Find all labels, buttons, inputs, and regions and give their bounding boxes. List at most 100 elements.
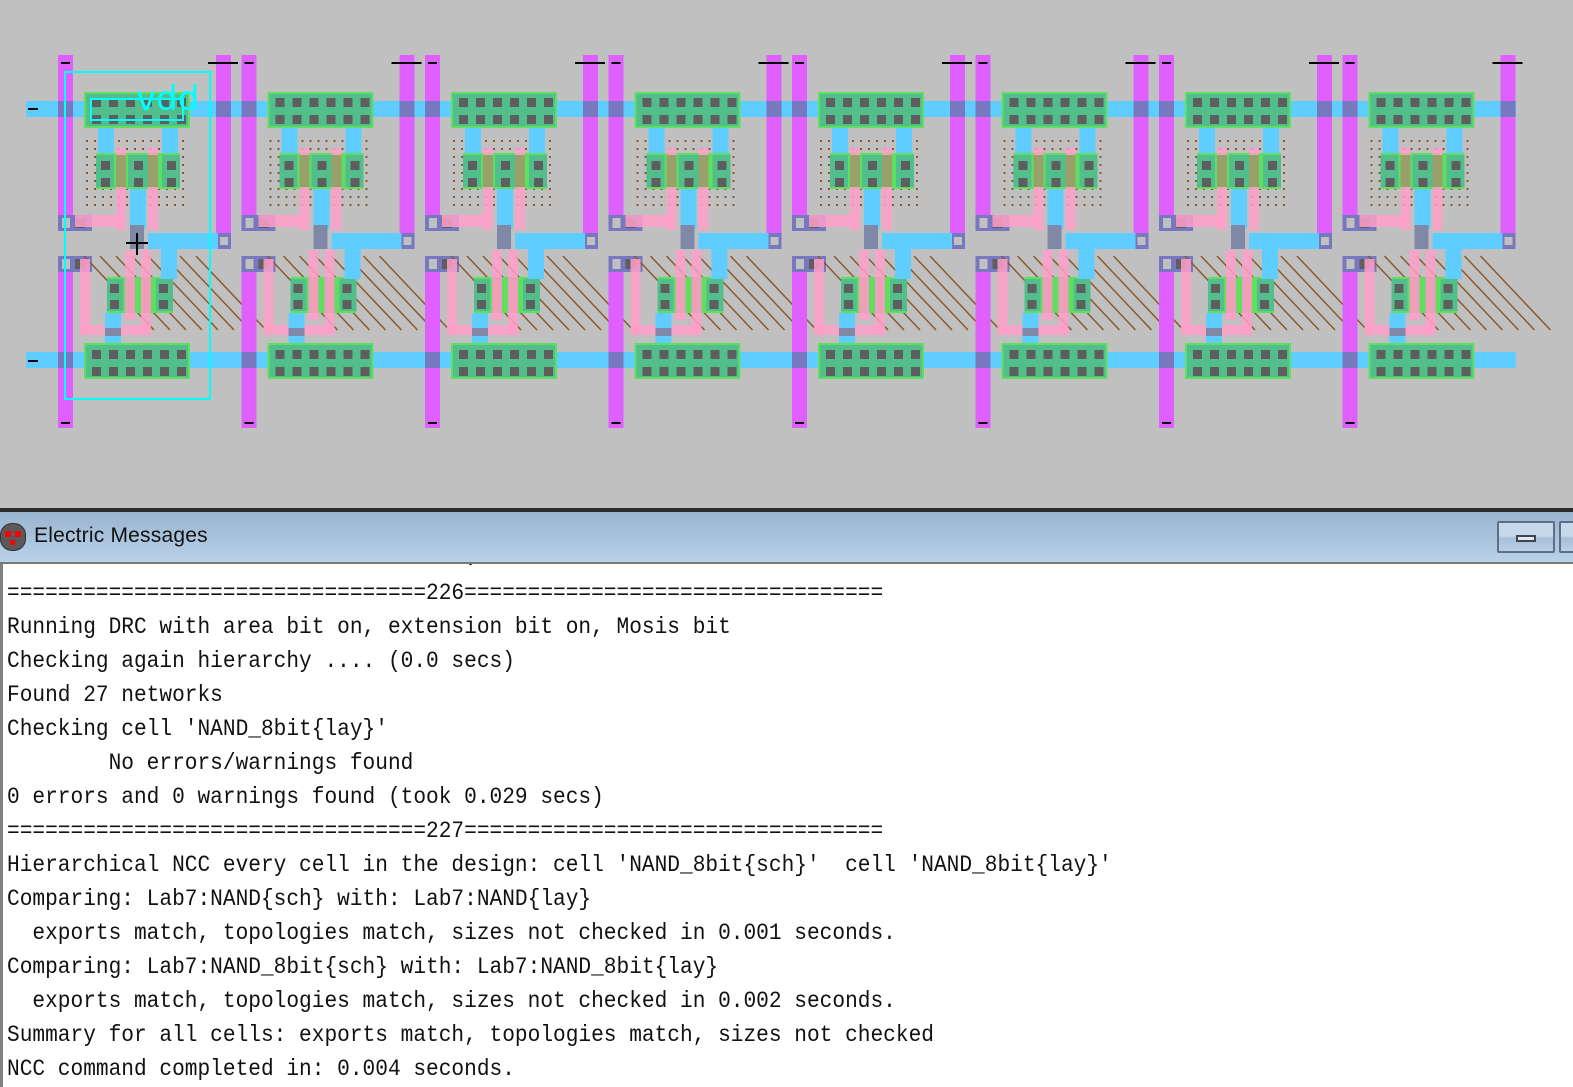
select-dot: [94, 196, 96, 198]
minimize-button[interactable]: [1497, 521, 1555, 553]
metal1-output: [331, 233, 402, 249]
rail-end-marker: [28, 360, 38, 362]
select-dot: [453, 140, 455, 142]
contact-cut: [343, 367, 353, 376]
contact-cut: [360, 367, 370, 376]
contact-cut: [1260, 300, 1269, 309]
select-dot: [1027, 196, 1030, 198]
via: [1342, 101, 1358, 117]
select-dot: [636, 196, 639, 198]
contact-cut: [1094, 98, 1104, 107]
select-dot: [182, 172, 184, 174]
contact-cut: [835, 178, 844, 187]
contact-cut: [1060, 350, 1070, 359]
contact-cut: [826, 367, 835, 376]
message-lines: .=================================226===…: [7, 564, 1112, 1086]
contact-cut: [1260, 284, 1269, 293]
select-dot: [1275, 204, 1277, 206]
contact-cut: [109, 350, 118, 359]
contact-cut: [710, 367, 720, 376]
select-dot: [94, 140, 96, 142]
select-dot: [644, 188, 647, 190]
select-dot: [916, 164, 918, 166]
select-dot: [365, 180, 368, 182]
metal1-vdd-drop: [648, 128, 665, 158]
pin-marker: [1162, 422, 1171, 424]
contact-cut: [1235, 178, 1244, 187]
select-dot: [509, 140, 511, 142]
metal1-output: [1249, 233, 1319, 249]
contact-cut: [1451, 178, 1461, 187]
contact-cut: [843, 98, 852, 107]
contact-cut: [493, 350, 502, 359]
metal1-vdd-drop: [162, 128, 178, 158]
layout-canvas[interactable]: vdd: [0, 0, 1573, 508]
contact-cut: [159, 300, 168, 309]
select-dot: [1283, 188, 1285, 190]
contact-cut: [126, 350, 135, 359]
select-dot: [269, 180, 272, 182]
select-dot: [1235, 140, 1237, 142]
contact-cut: [659, 350, 669, 359]
select-dot: [533, 204, 535, 206]
select-dot: [1051, 140, 1054, 142]
contact-cut: [1376, 367, 1386, 376]
select-dot: [1043, 196, 1046, 198]
metal2-output: [1133, 55, 1149, 245]
window-divider[interactable]: [0, 508, 1573, 512]
via: [766, 101, 782, 117]
select-dot: [892, 204, 894, 206]
select-dot: [549, 172, 551, 174]
select-dot: [852, 140, 854, 142]
select-dot: [493, 196, 495, 198]
select-dot: [820, 180, 822, 182]
contact-cut: [317, 161, 327, 170]
contact-cut: [684, 178, 694, 187]
message-line: Found 27 networks: [7, 682, 223, 708]
select-dot: [1099, 180, 1102, 182]
select-dot: [1195, 180, 1197, 182]
select-dot: [644, 180, 647, 182]
message-line: =================================227====…: [7, 818, 884, 844]
select-dot: [1466, 172, 1469, 174]
select-dot: [860, 196, 862, 198]
contact-cut: [709, 300, 719, 309]
contact-cut: [275, 98, 285, 107]
contact-cut: [1235, 161, 1244, 170]
contact-cut: [844, 284, 853, 293]
select-dot: [644, 164, 647, 166]
contact-hole: [612, 259, 621, 269]
via: [950, 101, 965, 117]
contact-cut: [1278, 98, 1287, 107]
select-dot: [269, 156, 272, 158]
metal1-vdd-drop: [281, 128, 298, 158]
via: [1317, 101, 1332, 117]
select-dot: [333, 140, 336, 142]
contact-cut: [1261, 367, 1270, 376]
gnd-contact: [86, 345, 188, 377]
select-dot: [357, 204, 360, 206]
select-dot: [461, 204, 463, 206]
select-dot: [1187, 196, 1189, 198]
contact-hole: [954, 237, 962, 245]
contact-cut: [459, 350, 468, 359]
nand-8bit-layout[interactable]: vdd: [0, 0, 1573, 508]
select-dot: [1378, 180, 1381, 182]
messages-titlebar[interactable]: Electric Messages: [0, 512, 1573, 564]
select-dot: [1003, 140, 1006, 142]
maximize-button[interactable]: [1559, 521, 1573, 553]
select-dot: [549, 164, 551, 166]
contact-cut: [1060, 115, 1070, 124]
select-dot: [94, 188, 96, 190]
contact-cut: [894, 115, 903, 124]
select-dot: [1259, 204, 1261, 206]
select-dot: [1203, 204, 1205, 206]
contact-cut: [1210, 98, 1219, 107]
contact-cut: [860, 115, 869, 124]
select-dot: [1442, 196, 1445, 198]
messages-text-area[interactable]: .=================================226===…: [0, 564, 1573, 1087]
poly-gate-a: [1033, 148, 1044, 230]
select-dot: [277, 172, 280, 174]
select-dot: [349, 196, 352, 198]
contact-cut: [476, 350, 485, 359]
